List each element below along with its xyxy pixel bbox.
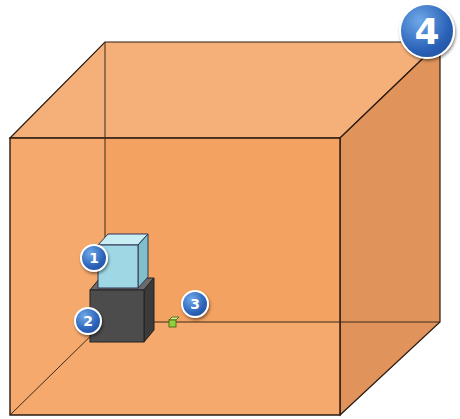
- callout-number: 2: [74, 307, 102, 335]
- callout-number: 4: [399, 3, 455, 59]
- blue-cube-side: [138, 234, 148, 288]
- callout-number: 1: [80, 244, 108, 272]
- hidden-edge: [105, 322, 440, 323]
- green-cube-front: [169, 320, 176, 327]
- dark-cube-side: [144, 278, 154, 342]
- callout-number: 3: [181, 290, 209, 318]
- green-cube-top: [169, 317, 179, 320]
- right-face: [340, 42, 440, 415]
- front-face: [10, 138, 340, 415]
